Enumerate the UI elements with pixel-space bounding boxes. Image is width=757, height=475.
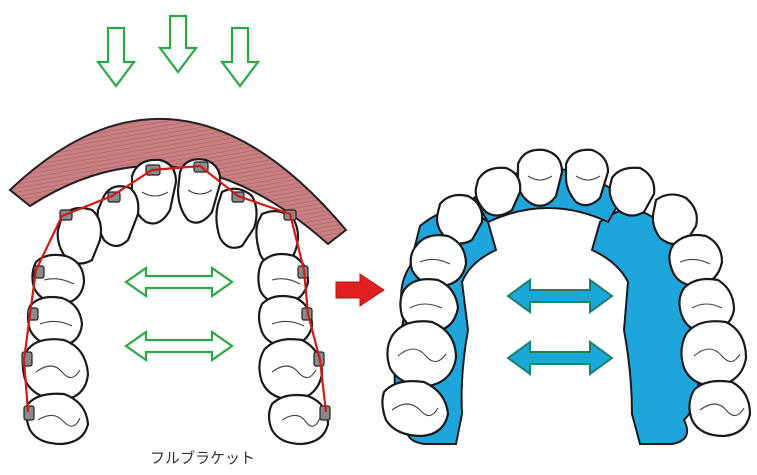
down-arrow-icon — [160, 16, 196, 72]
double-arrow-icon — [508, 342, 612, 374]
down-arrow-icon — [222, 28, 258, 86]
right-arrow-icon — [336, 274, 384, 306]
double-arrow-icon — [508, 280, 612, 312]
double-arrow-icon-group-left — [126, 268, 232, 360]
down-arrow-icon — [98, 28, 134, 86]
double-arrow-icon — [126, 332, 232, 360]
double-arrow-icon-group-right — [508, 280, 612, 374]
double-arrow-icon — [126, 268, 232, 296]
down-arrow-icon-group — [98, 16, 258, 86]
caption-full-bracket: フルブラケット — [150, 447, 255, 468]
